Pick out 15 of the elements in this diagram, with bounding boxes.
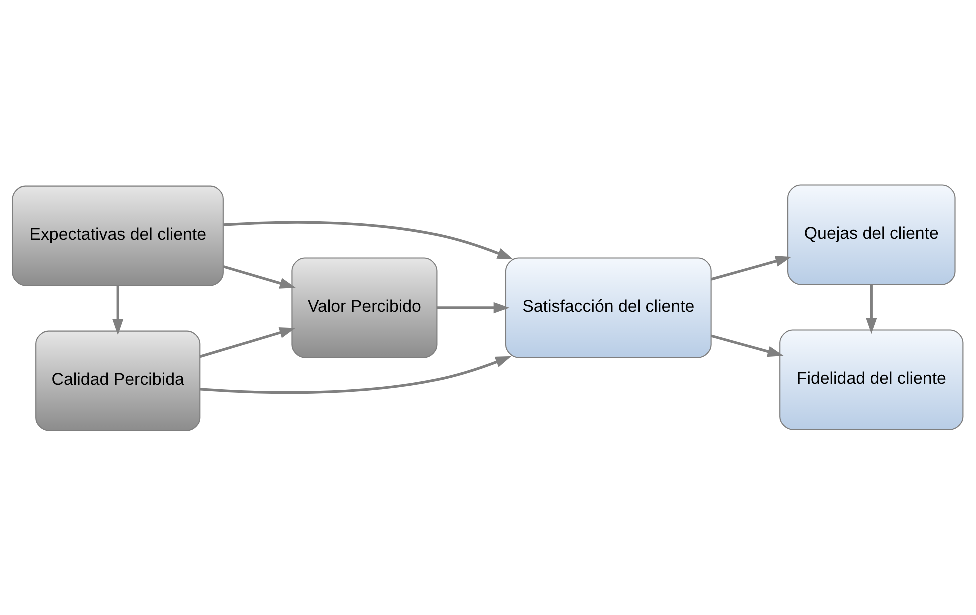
node-box: Fidelidad del cliente [780,329,964,430]
arrow [710,334,784,357]
node-box: Calidad Percibida [36,330,201,431]
arrow [200,327,296,358]
arrow [866,284,878,334]
node-box: Satisfacción del cliente [505,257,712,358]
node-box: Quejas del cliente [788,184,956,285]
node-box: Expectativas del cliente [12,185,224,286]
arrow [223,265,296,288]
arrow [710,256,792,280]
node-box: Valor Percibido [292,257,438,358]
arrow [224,220,514,260]
arrow [437,302,510,314]
arrow [200,356,512,394]
arrow [112,285,124,335]
